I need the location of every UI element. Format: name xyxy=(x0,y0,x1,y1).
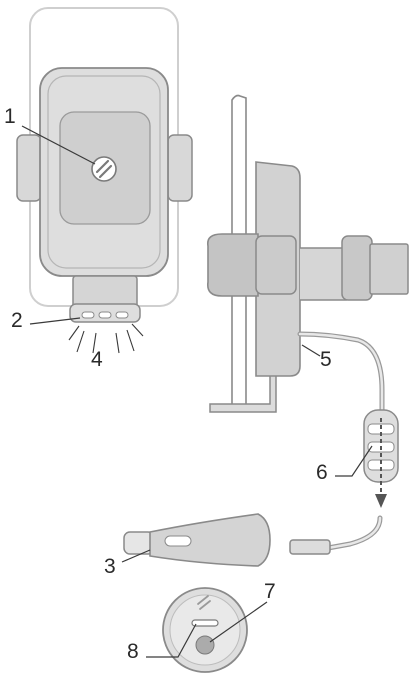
callout-3: 3 xyxy=(104,555,116,578)
leader-2 xyxy=(29,317,81,325)
leader-lines xyxy=(21,125,373,658)
left-grip-arm xyxy=(16,134,42,202)
right-grip-arm xyxy=(167,134,193,202)
callout-7: 7 xyxy=(264,580,276,603)
callout-2: 2 xyxy=(11,309,23,332)
leader-3 xyxy=(121,549,151,563)
usb-c-port xyxy=(191,619,219,627)
vent-clip-end xyxy=(369,243,409,295)
car-charger-adapter xyxy=(123,513,271,567)
adapter-led-window xyxy=(164,535,192,547)
cable-plug xyxy=(289,539,331,555)
callout-8: 8 xyxy=(127,640,139,663)
knob-connector xyxy=(255,235,297,295)
side-view-mount xyxy=(206,94,409,555)
callout-1: 1 xyxy=(4,105,16,128)
light-rays-icon xyxy=(68,323,144,354)
leader-6 xyxy=(335,445,373,477)
adapter-body xyxy=(149,513,271,567)
adapter-logo-icon xyxy=(197,595,211,610)
callout-6: 6 xyxy=(316,461,328,484)
callout-4: 4 xyxy=(91,348,103,371)
callout-5: 5 xyxy=(320,348,332,371)
leader-8 xyxy=(146,623,197,658)
callouts: 1 2 3 4 5 6 7 8 xyxy=(4,105,332,663)
power-button xyxy=(195,635,215,655)
leader-5 xyxy=(301,344,321,357)
brand-logo-icon xyxy=(91,156,117,182)
rear-knob xyxy=(206,233,259,297)
down-arrow-icon xyxy=(375,418,387,508)
holder-inner-frame xyxy=(47,75,161,269)
adapter-end-view xyxy=(162,587,248,673)
vent-clip-arm xyxy=(300,247,347,301)
led-indicators xyxy=(81,311,129,319)
front-view-mount xyxy=(16,7,193,354)
leader-7 xyxy=(209,601,268,643)
leader-1 xyxy=(21,125,96,165)
vent-clip-grip xyxy=(341,235,373,301)
